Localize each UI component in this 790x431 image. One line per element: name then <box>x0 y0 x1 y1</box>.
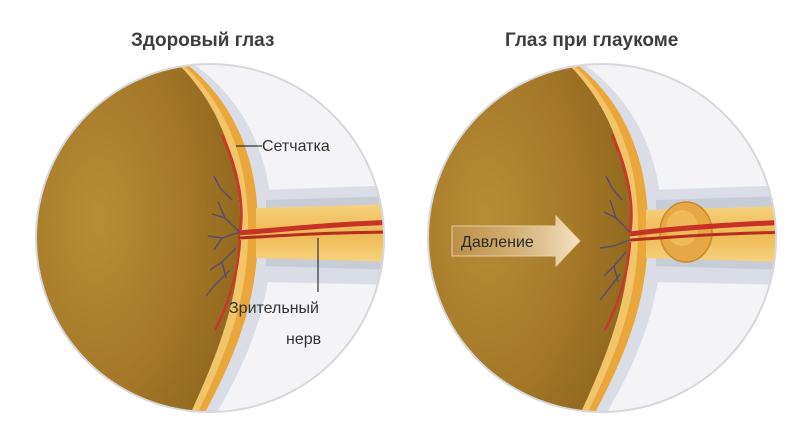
glaucoma-eye: Давление <box>410 40 790 431</box>
healthy-eye: Сетчатка Зрительный нерв <box>20 40 400 431</box>
optic-nerve-label-line1: Зрительный <box>229 300 319 317</box>
optic-nerve-label-line2: нерв <box>286 331 321 348</box>
pressure-label: Давление <box>461 234 534 251</box>
retina-label: Сетчатка <box>262 138 330 155</box>
